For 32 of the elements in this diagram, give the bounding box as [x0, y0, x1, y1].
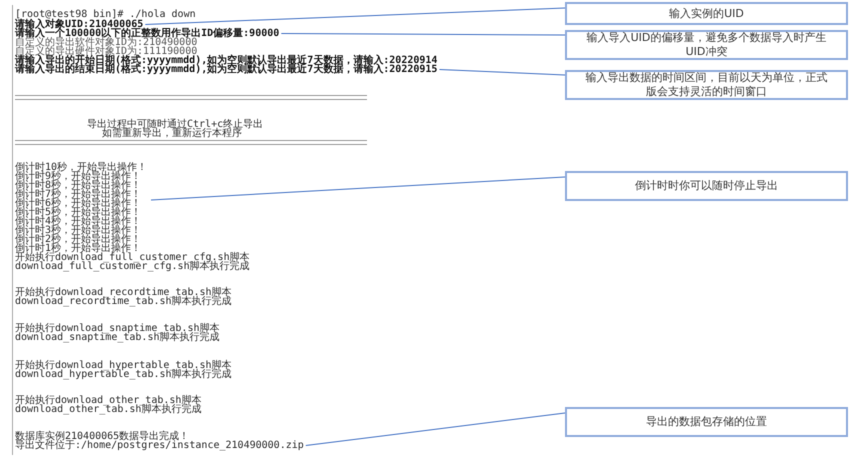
- callout-box: 输入导入UID的偏移量，避免多个数据导入时产生UID冲突: [565, 30, 848, 60]
- countdown-output: 倒计时10秒，开始导出操作！倒计时9秒，开始导出操作！倒计时8秒，开始导出操作！倒计时7秒，开始导出操作！倒计时6秒，开始导出操作！倒计时5秒，开始导出操作！倒计时4秒，开始导出操作！倒计时3秒，开始导出操作！倒计时2秒，开始导出操作！倒计时1秒，开始导出操作！: [15, 163, 149, 253]
- callout-box: 输入实例的UID: [565, 2, 848, 25]
- callout-box: 倒计时时你可以随时停止导出: [565, 171, 848, 201]
- callout-box: 输入导出数据的时间区间，目前以天为单位，正式版会支持灵活的时间窗口: [565, 70, 848, 100]
- terminal-line: 开始执行download_recordtime_tab.sh脚本: [15, 288, 232, 297]
- terminal-line: 开始执行download_full_customer_cfg.sh脚本: [15, 253, 250, 262]
- terminal-line: 开始执行download_other_tab.sh脚本: [15, 396, 202, 405]
- leader-line: [144, 8, 566, 25]
- terminal-line: download_snaptime_tab.sh脚本执行完成: [15, 333, 220, 342]
- callout-box: 导出的数据包存储的位置: [565, 407, 848, 437]
- leader-line: [280, 33, 566, 36]
- terminal-line: 自定义的导出硬件对象ID为:111190000: [15, 47, 198, 56]
- terminal-line: 导出过程中可随时通过Ctrl+c终止导出: [87, 120, 264, 129]
- terminal-line: download_recordtime_tab.sh脚本执行完成: [15, 297, 232, 306]
- leader-line: [305, 412, 566, 446]
- terminal-line: 请输入一个100000以下的正整数用作导出ID偏移量:90000: [15, 29, 280, 38]
- terminal-line: 如需重新导出，重新运行本程序: [102, 129, 242, 138]
- terminal-line: 请输入导出的结束日期(格式:yyyymmdd),如为空则默认导出最近7天数据，请输入:20220915: [15, 65, 438, 74]
- terminal-line: download_hypertable_tab.sh脚本执行完成: [15, 370, 232, 379]
- terminal-line: 数据库实例210400065数据导出完成！: [15, 432, 190, 441]
- leader-line: [438, 69, 566, 76]
- terminal-line: [root@test98 bin]# ./hola down: [15, 10, 196, 19]
- terminal-line: 请输入对象UID:210400065: [15, 20, 144, 29]
- terminal-line: download_other_tab.sh脚本执行完成: [15, 405, 202, 414]
- leader-line: [150, 176, 566, 200]
- terminal-line: download_full_customer_cfg.sh脚本执行完成: [15, 262, 250, 271]
- terminal-line: 请输入导出的开始日期(格式:yyyymmdd),如为空则默认导出最近7天数据，请输入:20220914: [15, 56, 438, 65]
- terminal-line: 开始执行download_snaptime_tab.sh脚本: [15, 324, 220, 333]
- terminal-line: 开始执行download_hypertable_tab.sh脚本: [15, 361, 232, 370]
- terminal-line: 导出文件位于:/home/postgres/instance_210490000.zip: [15, 441, 304, 450]
- terminal-line: 自定义的导出软件对象ID为:210490000: [15, 38, 198, 47]
